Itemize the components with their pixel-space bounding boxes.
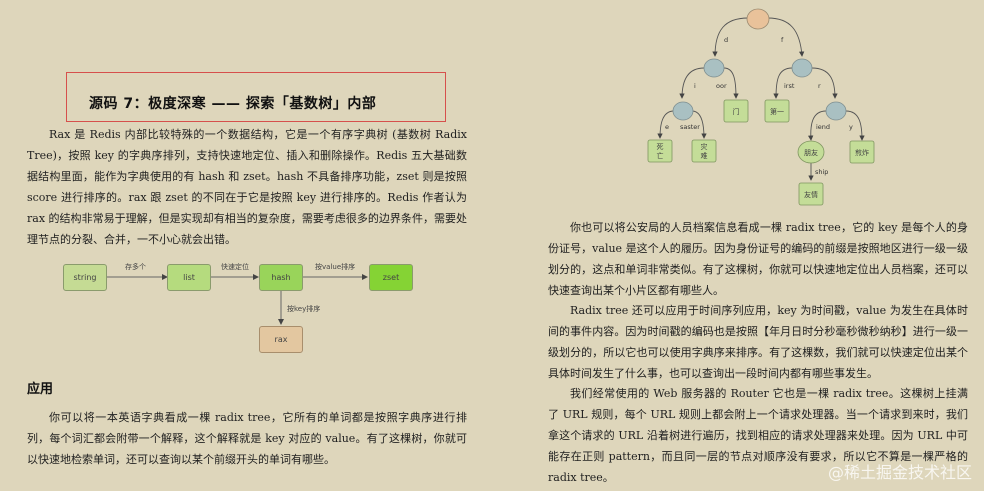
left-page: 源码 7：极度深寒 —— 探索「基数树」内部 Rax 是 Redis 内部比较特… (27, 72, 467, 466)
data-structure-flow-diagram: string 存多个 list 快速定位 hash 按value排序 zset … (55, 254, 435, 364)
edge-label-d: d (724, 36, 728, 44)
tree-node-pengyou (797, 140, 825, 164)
flow-node-string: string (63, 264, 107, 291)
tree-root-node (746, 8, 770, 30)
flow-node-hash: hash (259, 264, 303, 291)
tree-leaf-siwang-label-1: 死 (657, 143, 664, 151)
edge-label-iend: iend (816, 123, 830, 131)
id-archive-paragraph: 你也可以将公安局的人员档案信息看成一棵 radix tree，它的 key 是每… (548, 221, 968, 297)
section-heading-application: 应用 (27, 382, 54, 397)
edge-label-f: f (781, 36, 784, 44)
tree-leaf-jianzha (849, 140, 875, 164)
watermark: @稀土掘金技术社区 (827, 463, 972, 482)
edge-label-ship: ship (815, 168, 828, 176)
edge-label-r: r (818, 82, 821, 90)
radix-tree-diagram: d f i oor irst r e saster iend y ship 门 … (647, 8, 875, 206)
flow-node-list: list (167, 264, 211, 291)
edge-label-oor: oor (716, 82, 727, 90)
edge-label-saster: saster (680, 123, 700, 131)
tree-leaf-diyi (764, 99, 790, 123)
tree-leaf-zainan (691, 139, 717, 163)
web-router-paragraph: 我们经常使用的 Web 服务器的 Router 它也是一棵 radix tree… (548, 387, 968, 484)
tree-leaf-zainan-label-1: 灾 (701, 142, 708, 151)
edge-label-string-list: 存多个 (125, 263, 146, 271)
edge-label-e: e (665, 123, 669, 131)
tree-node-pengyou-label: 朋友 (804, 148, 818, 157)
edge-label-list-hash: 快速定位 (221, 263, 249, 271)
edge-label-y: y (849, 123, 853, 131)
tree-leaf-men-label: 门 (733, 107, 740, 116)
flow-arrows (99, 274, 368, 325)
flow-node-zset: zset (369, 264, 413, 291)
edge-label-hash-rax: 按key排序 (287, 305, 321, 313)
tree-node-di (672, 101, 694, 121)
edge-label-irst: irst (784, 82, 795, 90)
tree-leaf-siwang-label-2: 亡 (657, 151, 664, 160)
tree-leaf-siwang (647, 139, 673, 163)
tree-node-d (703, 58, 725, 78)
chapter-title: 源码 7：极度深寒 —— 探索「基数树」内部 (89, 96, 377, 112)
application-paragraph: 你可以将一本英语字典看成一棵 radix tree，它所有的单词都是按照字典序进… (27, 411, 467, 466)
tree-leaf-jianzha-label: 煎炸 (855, 148, 869, 157)
tree-leaf-zainan-label-2: 难 (701, 151, 708, 160)
tree-node-f (791, 58, 813, 78)
tree-leaf-diyi-label: 第一 (770, 107, 784, 116)
edge-label-i: i (694, 82, 696, 90)
time-series-paragraph: Radix tree 还可以应用于时间序列应用，key 为时间戳，value 为… (548, 304, 968, 380)
flow-node-rax: rax (259, 326, 303, 353)
tree-leaf-men (723, 99, 749, 123)
tree-leaf-youqing-label: 友情 (804, 190, 818, 199)
chapter-title-box: 源码 7：极度深寒 —— 探索「基数树」内部 (66, 72, 446, 122)
intro-paragraph: Rax 是 Redis 内部比较特殊的一个数据结构，它是一个有序字典树 (基数树… (27, 128, 467, 246)
edge-label-hash-zset: 按value排序 (315, 263, 356, 271)
tree-leaf-youqing (798, 182, 824, 206)
tree-node-fr (825, 101, 847, 121)
